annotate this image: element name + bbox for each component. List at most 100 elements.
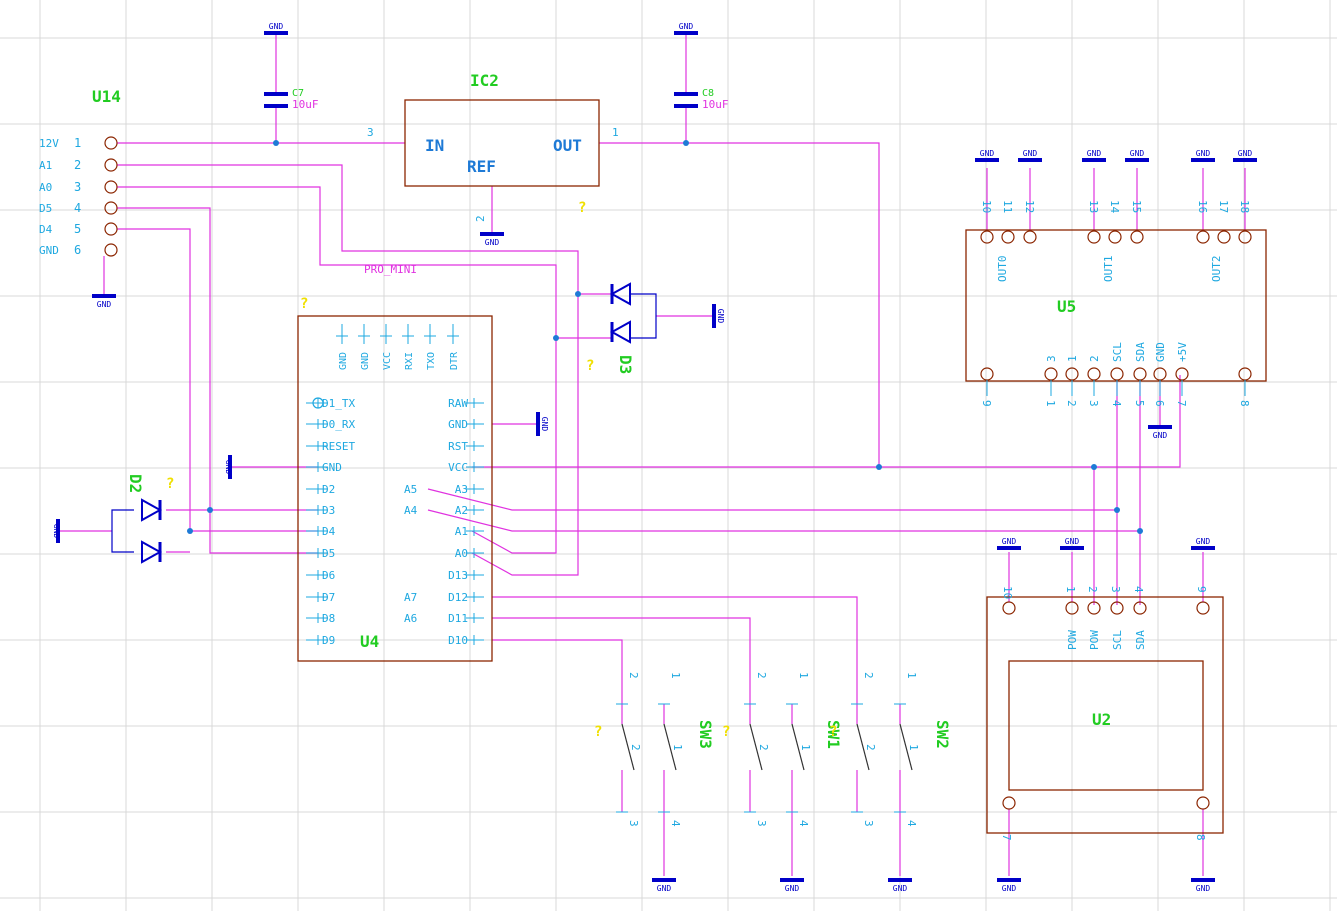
gnd-label: GND [224, 460, 233, 475]
d3-diode [609, 282, 631, 306]
c7-ref: C7 [292, 88, 304, 99]
junction-dot [1137, 528, 1143, 534]
gnd-label: GND [1238, 149, 1253, 158]
gnd-label: GND [540, 417, 549, 432]
u5-pin [1217, 230, 1231, 244]
gnd-label: GND [1023, 149, 1038, 158]
d2-diode [141, 498, 163, 522]
u14-pin-num: 5 [74, 222, 81, 236]
u4-left-pin: D9 [322, 634, 335, 647]
header-pin [104, 158, 118, 172]
u4-right-pin: A3 [455, 483, 468, 496]
u2-pin [1002, 601, 1016, 615]
switch-ref: SW1 [824, 720, 843, 749]
u4-top-pin: RXI [404, 352, 415, 370]
c8-ref: C8 [702, 88, 714, 99]
junction-dot [876, 464, 882, 470]
u2-pin-num: 4 [1132, 586, 1145, 593]
wire [117, 164, 579, 576]
c8-value: 10uF [702, 98, 729, 111]
u4-right-pin: VCC [448, 461, 468, 474]
ic2-ref: IC2 [470, 71, 499, 90]
u5-pin-num: 5 [1133, 400, 1146, 407]
u4-left-pin: D8 [322, 612, 335, 625]
switch-ref: SW3 [696, 720, 715, 749]
gnd-label: GND [785, 884, 800, 893]
header-pin [104, 201, 118, 215]
u5-pin-num: 15 [1130, 200, 1143, 213]
u5-pin [1238, 230, 1252, 244]
gnd-label: GND [657, 884, 672, 893]
wires [60, 35, 1246, 876]
u5-pin-num: 2 [1065, 400, 1078, 407]
u5-pin-name: 3 [1045, 355, 1058, 362]
gnd-label: GND [1196, 149, 1211, 158]
header-pin [104, 222, 118, 236]
u5-pin [1001, 230, 1015, 244]
u4-top-pin: VCC [382, 352, 393, 370]
wire [117, 207, 318, 554]
gnd-label: GND [1153, 431, 1168, 440]
u5-pin-num: 12 [1023, 200, 1036, 213]
u4-body [297, 315, 493, 662]
u5-output-label: OUT1 [1102, 256, 1115, 283]
gnd-label: GND [269, 22, 284, 31]
u5-pin [980, 230, 994, 244]
d3-link [630, 293, 657, 339]
gnd-label: GND [980, 149, 995, 158]
u4-inner-pin: A4 [404, 504, 418, 517]
u14-pin-num: 4 [74, 201, 81, 215]
u14-pin-name: D4 [39, 223, 53, 236]
switch-arm [749, 723, 763, 771]
ic2-pin-num: 1 [612, 126, 619, 139]
u5-pin [1110, 367, 1124, 381]
u2-pin-name: SCL [1111, 630, 1124, 650]
u5-pin-num: 7 [1175, 400, 1188, 407]
switch-pin-num: 1 [799, 744, 812, 751]
wire [427, 488, 1117, 511]
u2-pin [1196, 796, 1210, 810]
switch-arm [899, 723, 913, 771]
wire [492, 639, 623, 704]
u2-pin-name: POW [1088, 630, 1101, 650]
u4-inner-pin: A7 [404, 591, 417, 604]
switch-pin-num: 2 [757, 744, 770, 751]
parts [56, 31, 1267, 882]
junction-dot [575, 291, 581, 297]
u2-pin-num: 9 [1195, 586, 1208, 593]
u5-pin [1087, 230, 1101, 244]
junction-dot [187, 528, 193, 534]
u14-pin-name: A1 [39, 159, 52, 172]
u4-right-pin: D12 [448, 591, 468, 604]
u5-pin-num: 18 [1238, 200, 1251, 213]
u5-output-label: OUT2 [1210, 256, 1223, 283]
u14-pin-num: 1 [74, 136, 81, 150]
wire [599, 142, 880, 467]
u14-pin-name: D5 [39, 202, 52, 215]
u14-pin-num: 2 [74, 158, 81, 172]
unplaced-marker: ? [578, 200, 586, 216]
u2-pin [1133, 601, 1147, 615]
junction-dot [553, 335, 559, 341]
u14-pin-num: 3 [74, 180, 81, 194]
switch-ref: SW2 [933, 720, 952, 749]
u5-pin-num: 8 [1238, 400, 1251, 407]
u2-pin [1065, 601, 1079, 615]
gnd-label: GND [485, 238, 500, 247]
u5-pin-num: 11 [1001, 200, 1014, 213]
u5-pin-num: 13 [1087, 200, 1100, 213]
switch-arm [856, 723, 870, 771]
d2-diode [141, 540, 163, 564]
u5-pin [1153, 367, 1167, 381]
u2-pin [1110, 601, 1124, 615]
u2-pin-name: POW [1066, 630, 1079, 650]
u5-pin [1087, 367, 1101, 381]
ic2-pin-num: 2 [474, 215, 487, 222]
wire [492, 617, 751, 704]
u4-right-pin: D13 [448, 569, 468, 582]
u2-pin-num: 2 [1086, 586, 1099, 593]
wire [472, 375, 1181, 468]
